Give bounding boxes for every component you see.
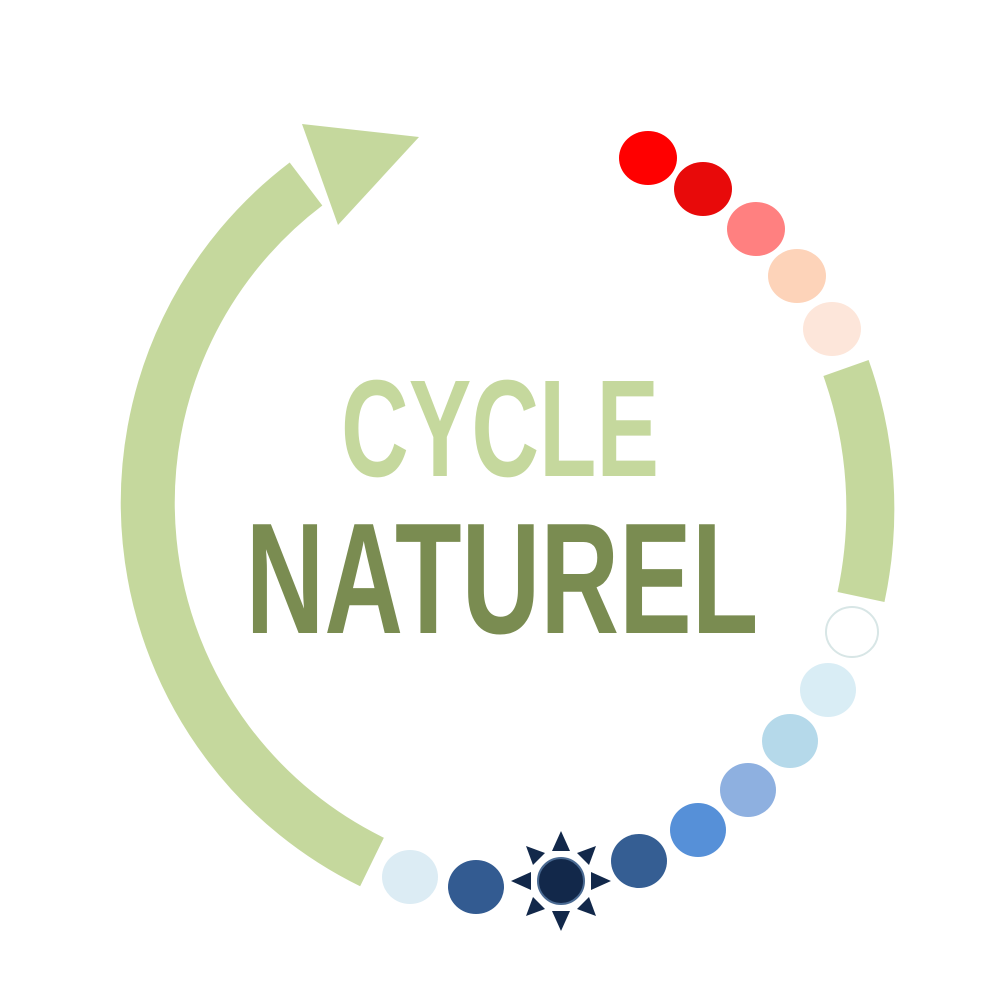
cool-dot bbox=[448, 860, 504, 914]
curved-arrow-icon bbox=[120, 124, 419, 887]
arrow-head bbox=[302, 124, 419, 225]
arrow-arc bbox=[120, 162, 384, 887]
warm-dot bbox=[768, 249, 826, 303]
cool-dot bbox=[382, 850, 438, 904]
warm-dot bbox=[803, 302, 861, 356]
title-line-2: NATUREL bbox=[246, 490, 759, 667]
cool-dot bbox=[611, 834, 667, 888]
cool-dot bbox=[762, 714, 818, 768]
cool-dot bbox=[670, 803, 726, 857]
cool-dot bbox=[720, 763, 776, 817]
right-arc-segment bbox=[823, 359, 895, 603]
title-line-1: CYCLE bbox=[341, 352, 659, 506]
warm-dot bbox=[674, 162, 732, 216]
warm-dot bbox=[619, 131, 677, 185]
cool-dot bbox=[825, 606, 879, 658]
cool-dots bbox=[382, 606, 879, 914]
warm-dots bbox=[619, 131, 861, 356]
warm-dot bbox=[727, 202, 785, 256]
cool-dot bbox=[800, 663, 856, 717]
sun-icon bbox=[511, 831, 611, 931]
